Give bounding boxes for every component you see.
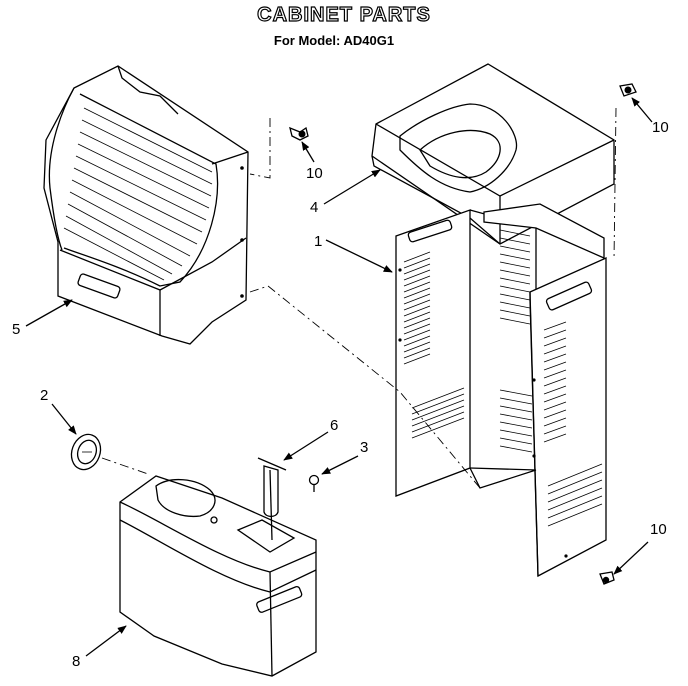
callout-5: 5	[12, 299, 73, 338]
callout-label-4: 4	[310, 199, 318, 216]
diagram-title: CABINET PARTS	[257, 3, 431, 26]
alignment-guide-grille	[249, 285, 481, 489]
callout-label-8: 8	[72, 653, 80, 670]
float-assembly	[257, 457, 287, 541]
rear-cabinet-frame	[395, 203, 607, 578]
callout-label-10a: 10	[306, 165, 323, 182]
screw-10-upper-right	[613, 83, 637, 261]
water-bucket	[119, 475, 317, 677]
screw-10-upper-left	[249, 118, 309, 179]
callout-label-10c: 10	[650, 521, 667, 538]
callout-10-lower-right: 10	[613, 521, 667, 575]
drain-screw	[308, 474, 320, 492]
callout-10-upper-left: 10	[301, 141, 323, 182]
callout-1: 1	[314, 233, 393, 273]
callout-4: 4	[310, 169, 381, 216]
control-knob	[70, 433, 102, 471]
callout-label-1: 1	[314, 233, 322, 250]
callout-8: 8	[72, 625, 127, 670]
model-subtitle: For Model: AD40G1	[273, 33, 395, 48]
screw-10-lower-right	[599, 571, 615, 585]
callout-2: 2	[40, 387, 77, 435]
callout-10-upper-right: 10	[631, 97, 669, 136]
callout-6: 6	[283, 417, 338, 461]
callout-label-2: 2	[40, 387, 48, 404]
alignment-guide-knob	[101, 457, 149, 475]
callout-label-3: 3	[360, 439, 368, 456]
callout-label-6: 6	[330, 417, 338, 434]
top-cover	[371, 63, 615, 245]
front-grille-panel	[43, 65, 249, 345]
callout-label-10b: 10	[652, 119, 669, 136]
callout-label-5: 5	[12, 321, 20, 338]
callout-3: 3	[321, 439, 368, 475]
